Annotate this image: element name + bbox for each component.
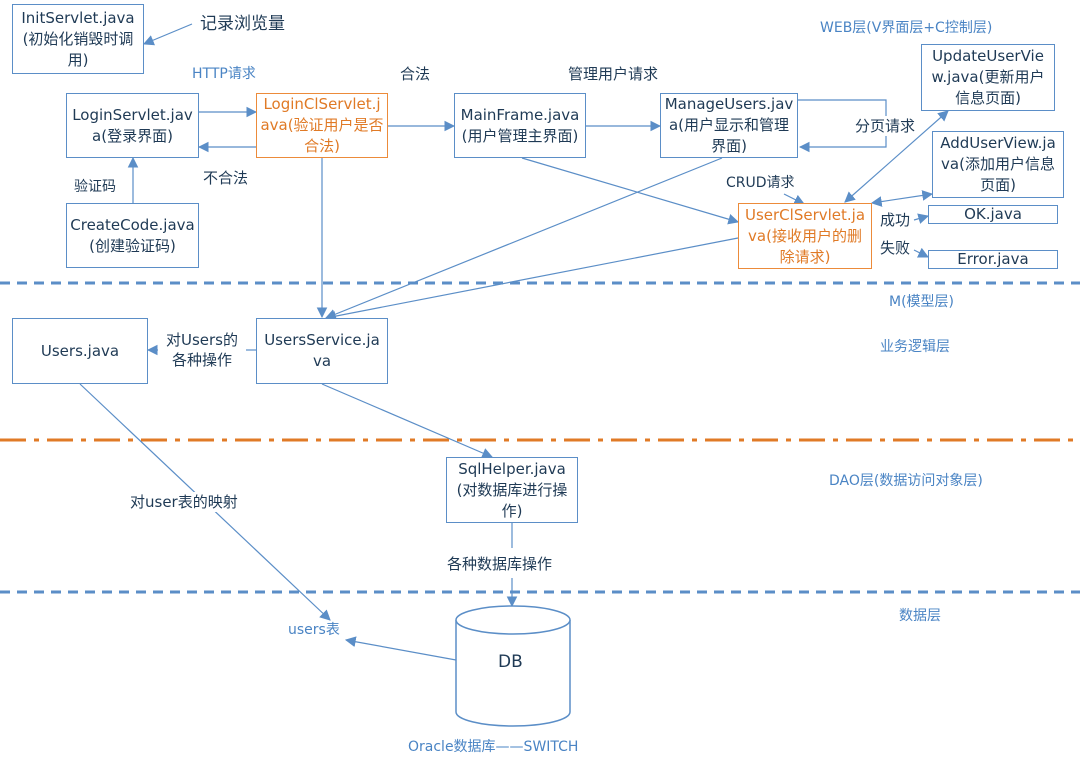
business-layer-label: 业务逻辑层 [880,339,950,355]
oracle-switch-label: Oracle数据库——SWITCH [408,739,579,755]
users-operations-label: 对Users的各种操作 [165,331,238,369]
captcha-label: 验证码 [74,179,116,195]
sql-helper-box[interactable]: SqlHelper.java(对数据库进行操作) [446,457,578,523]
arrow-failure-to-error [913,247,929,258]
login-cl-servlet-box[interactable]: LoginClServlet.java(验证用户是否合法) [256,93,388,158]
user-table-mapping-label: 对user表的映射 [128,492,240,512]
arrow-mainframe-to-usercl [521,157,740,225]
illegal-label: 不合法 [203,169,249,187]
users-java-box[interactable]: Users.java [12,318,148,384]
arrow-crud-to-usercl [783,193,805,205]
create-code-box[interactable]: CreateCode.java(创建验证码) [66,203,199,268]
dao-layer-label: DAO层(数据访问对象层) [829,473,983,489]
db-cylinder [455,605,571,727]
update-user-view-box[interactable]: UpdateUserView.java(更新用户信息页面) [921,44,1055,111]
arrow-record-views [143,23,193,46]
legal-label: 合法 [400,65,431,83]
arrow-manageusers-to-usersservice [324,157,723,320]
login-servlet-box[interactable]: LoginServlet.java(登录界面) [66,93,199,158]
add-user-view-box[interactable]: AddUserView.java(添加用户信息页面) [932,131,1064,198]
arrow-usercl-to-usersservice [324,237,739,322]
web-layer-label: WEB层(V界面层+C控制层) [820,20,993,36]
user-cl-servlet-box[interactable]: UserClServlet.java(接收用户的删除请求) [738,203,872,269]
db-operations-label: 各种数据库操作 [447,555,553,573]
http-request-label: HTTP请求 [192,66,256,82]
users-table-label: users表 [288,622,340,638]
manage-user-request-label: 管理用户请求 [568,65,659,83]
ok-java-box[interactable]: OK.java [928,205,1058,224]
arrow-usercl-updateuserview [844,110,949,203]
data-layer-label: 数据层 [899,608,941,624]
model-layer-label: M(模型层) [889,294,955,310]
arrow-success-to-ok [913,213,930,224]
crud-request-label: CRUD请求 [726,175,795,191]
failure-label: 失败 [880,239,911,257]
paging-request-label: 分页请求 [852,116,919,136]
init-servlet-box[interactable]: InitServlet.java(初始化销毁时调用) [12,4,144,74]
arrow-usersservice-to-sqlhelper [321,383,493,459]
manage-users-box[interactable]: ManageUsers.java(用户显示和管理界面) [660,93,798,158]
db-label: DB [498,652,523,672]
success-label: 成功 [880,211,911,229]
arrow-db-to-table [344,636,457,661]
main-frame-box[interactable]: MainFrame.java(用户管理主界面) [454,93,586,158]
record-views-label: 记录浏览量 [200,14,285,34]
users-service-box[interactable]: UsersService.java [256,318,388,384]
arrow-usercl-adduserview [870,190,934,207]
error-java-box[interactable]: Error.java [928,250,1058,269]
